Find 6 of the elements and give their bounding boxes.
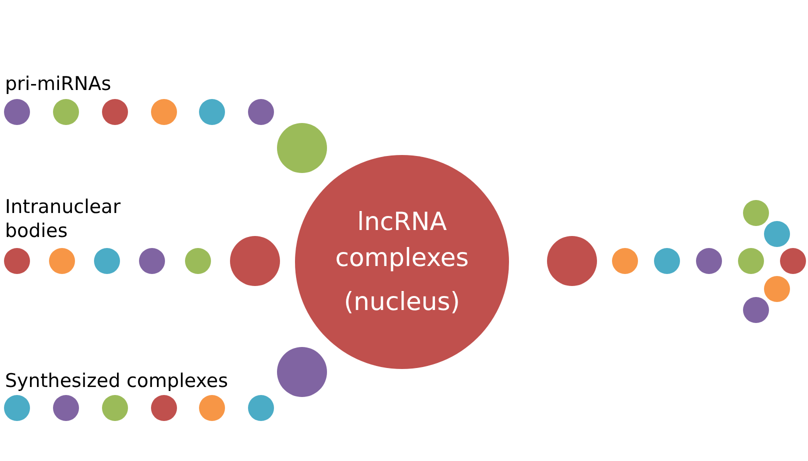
row-label: Synthesized complexes — [5, 369, 229, 393]
row-label: pri-miRNAs — [5, 72, 112, 96]
row-label: Intranuclear bodies — [5, 195, 122, 243]
nucleus-circle — [295, 155, 509, 369]
node-title: lncRNA complexes — [334, 206, 470, 274]
node-subtitle: (nucleus) — [342, 286, 462, 318]
